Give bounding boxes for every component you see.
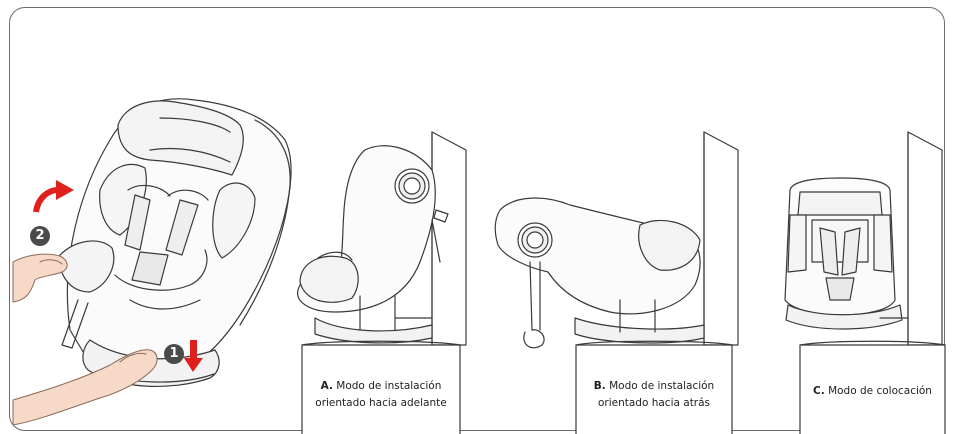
caption-c-letter: C.: [813, 385, 825, 397]
caption-b-line2: orientado hacia atrás: [598, 397, 710, 409]
caption-b-letter: B.: [594, 380, 606, 392]
caption-a-letter: A.: [321, 380, 333, 392]
caption-c: C. Modo de colocación: [800, 383, 945, 400]
caption-b: B. Modo de instalación orientado hacia a…: [576, 378, 732, 412]
caption-c-line1: Modo de colocación: [828, 385, 932, 397]
rotate-arrow-icon: [36, 180, 74, 212]
caption-b-line1: Modo de instalación: [609, 380, 714, 392]
step-2-marker: 2: [30, 226, 50, 246]
step-1-marker: 1: [164, 344, 184, 364]
caption-a: A. Modo de instalación orientado hacia a…: [302, 378, 460, 412]
caption-a-line1: Modo de instalación: [336, 380, 441, 392]
caption-a-line2: orientado hacia adelante: [315, 397, 446, 409]
